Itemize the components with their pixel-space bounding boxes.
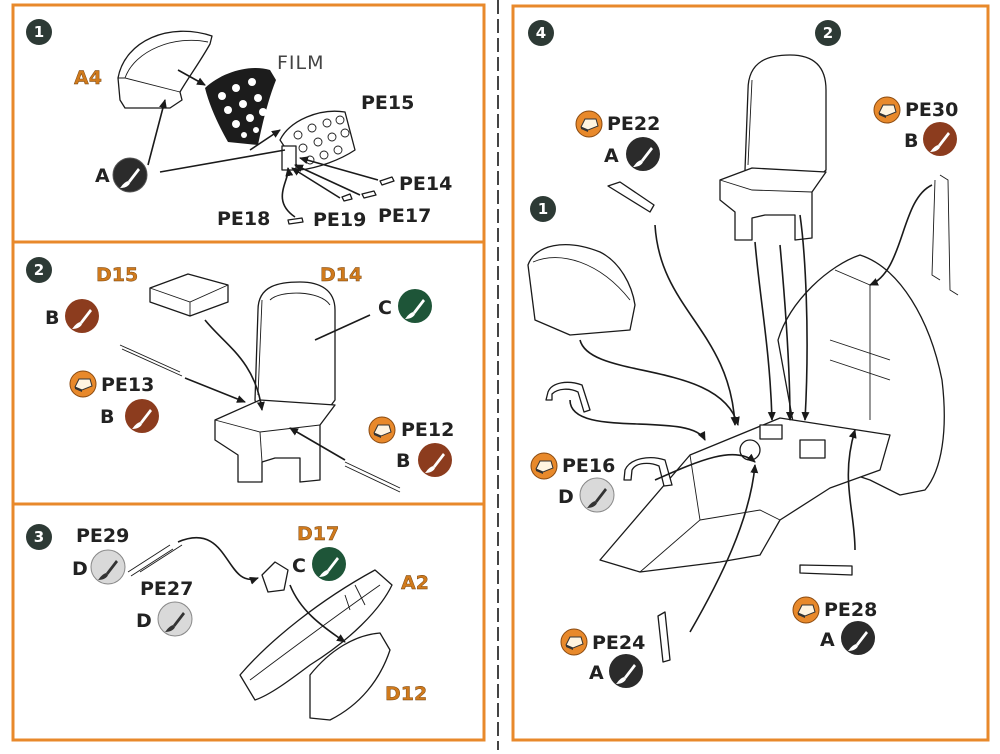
pe-parts-step4 bbox=[545, 174, 959, 663]
label-pe22: PE22 bbox=[607, 113, 660, 135]
rod-parts bbox=[127, 544, 183, 577]
label-d14: D14 bbox=[320, 264, 362, 286]
label-pe28: PE28 bbox=[824, 599, 877, 621]
label-pe13: PE13 bbox=[101, 374, 154, 396]
label-paint-c: C bbox=[378, 297, 392, 319]
pe30-badge bbox=[873, 96, 901, 124]
ref-step2-number: 2 bbox=[823, 24, 833, 42]
part-d12-drawing bbox=[309, 632, 391, 721]
label-paint-a: A bbox=[95, 165, 110, 187]
paint-a-icon bbox=[112, 157, 148, 193]
step2-number: 2 bbox=[34, 261, 44, 279]
label-d15: D15 bbox=[96, 264, 138, 286]
ref-step1-number: 1 bbox=[538, 200, 548, 218]
part-a4-drawing bbox=[117, 30, 213, 109]
label-a2: A2 bbox=[401, 572, 429, 594]
label-paint-b-3: B bbox=[396, 450, 410, 472]
label-paint-d-1: D bbox=[72, 558, 88, 580]
step1-arrows bbox=[147, 69, 379, 218]
step1-number: 1 bbox=[34, 23, 44, 41]
paint-b-icon-1 bbox=[65, 299, 99, 333]
step3-badge: 3 bbox=[26, 524, 52, 550]
paint-c-icon bbox=[398, 289, 432, 323]
pe28-badge bbox=[792, 596, 820, 624]
belt-parts-step2 bbox=[119, 344, 401, 493]
pe22-badge bbox=[575, 110, 603, 138]
label-pe19: PE19 bbox=[313, 209, 366, 231]
instrument-panel-drawing bbox=[527, 244, 636, 336]
paint-b-icon-2 bbox=[125, 399, 159, 433]
label-a4: A4 bbox=[74, 67, 102, 89]
cockpit-tub-drawing bbox=[599, 254, 945, 573]
label-paint-b-1: B bbox=[45, 307, 59, 329]
label-pe24: PE24 bbox=[592, 632, 645, 654]
pe13-badge bbox=[69, 370, 97, 398]
label-paint-b-step4: B bbox=[904, 130, 918, 152]
step2-badge: 2 bbox=[26, 257, 52, 283]
label-paint-a-step4-1: A bbox=[604, 145, 619, 167]
step4: 4 2 1 bbox=[527, 20, 959, 688]
step3: 3 PE29 D PE27 D D17 C A2 bbox=[26, 523, 429, 721]
label-pe17: PE17 bbox=[378, 205, 431, 227]
paint-a-icon-step4-2 bbox=[609, 654, 643, 688]
step1: 1 A4 FILM bbox=[26, 19, 452, 231]
paint-d-icon-2 bbox=[157, 601, 193, 637]
paint-b-icon-step4 bbox=[923, 122, 957, 156]
label-pe18: PE18 bbox=[217, 208, 270, 230]
paint-a-icon-step4-3 bbox=[841, 621, 875, 655]
part-d17-drawing bbox=[261, 561, 289, 593]
part-d15-drawing bbox=[149, 273, 229, 317]
label-pe27: PE27 bbox=[140, 578, 193, 600]
part-a2-drawing bbox=[239, 569, 393, 701]
seat-assembly-drawing bbox=[719, 54, 827, 241]
paint-b-icon-3 bbox=[418, 443, 452, 477]
label-pe14: PE14 bbox=[399, 173, 452, 195]
step4-number: 4 bbox=[536, 24, 546, 42]
label-paint-a-step4-3: A bbox=[820, 629, 835, 651]
label-pe12: PE12 bbox=[401, 419, 454, 441]
label-film: FILM bbox=[277, 52, 325, 74]
step4-arrows bbox=[569, 184, 933, 633]
step2: 2 D15 D14 B bbox=[26, 257, 454, 493]
small-pe-parts bbox=[287, 176, 395, 225]
step4-badge: 4 bbox=[528, 20, 554, 46]
film-drawing bbox=[205, 68, 276, 145]
label-pe29: PE29 bbox=[76, 525, 129, 547]
label-pe30: PE30 bbox=[905, 99, 958, 121]
step3-arrows bbox=[177, 536, 346, 643]
step3-frame bbox=[11, 502, 486, 742]
pe24-badge bbox=[560, 628, 588, 656]
pe16-badge bbox=[530, 452, 558, 480]
pe12-badge bbox=[368, 416, 396, 444]
label-paint-c-step3: C bbox=[292, 555, 306, 577]
step4-frame bbox=[511, 4, 990, 742]
label-pe15: PE15 bbox=[361, 92, 414, 114]
step3-number: 3 bbox=[34, 528, 44, 546]
paint-d-icon-1 bbox=[90, 549, 126, 585]
paint-c-icon-step3 bbox=[312, 547, 346, 581]
label-paint-d-2: D bbox=[136, 610, 152, 632]
paint-d-icon-step4 bbox=[579, 477, 615, 513]
part-pe15-drawing bbox=[279, 110, 356, 171]
part-d14-drawing bbox=[214, 281, 336, 483]
label-d17: D17 bbox=[297, 523, 339, 545]
label-paint-d-step4: D bbox=[558, 486, 574, 508]
step2-arrows bbox=[184, 314, 371, 461]
step1-badge: 1 bbox=[26, 19, 52, 45]
paint-a-icon-step4-1 bbox=[626, 137, 660, 171]
label-paint-a-step4-2: A bbox=[589, 662, 604, 684]
ref-step2-badge: 2 bbox=[815, 20, 841, 46]
ref-step1-badge: 1 bbox=[530, 196, 556, 222]
label-d12: D12 bbox=[385, 683, 427, 705]
label-paint-b-2: B bbox=[100, 406, 114, 428]
label-pe16: PE16 bbox=[562, 455, 615, 477]
